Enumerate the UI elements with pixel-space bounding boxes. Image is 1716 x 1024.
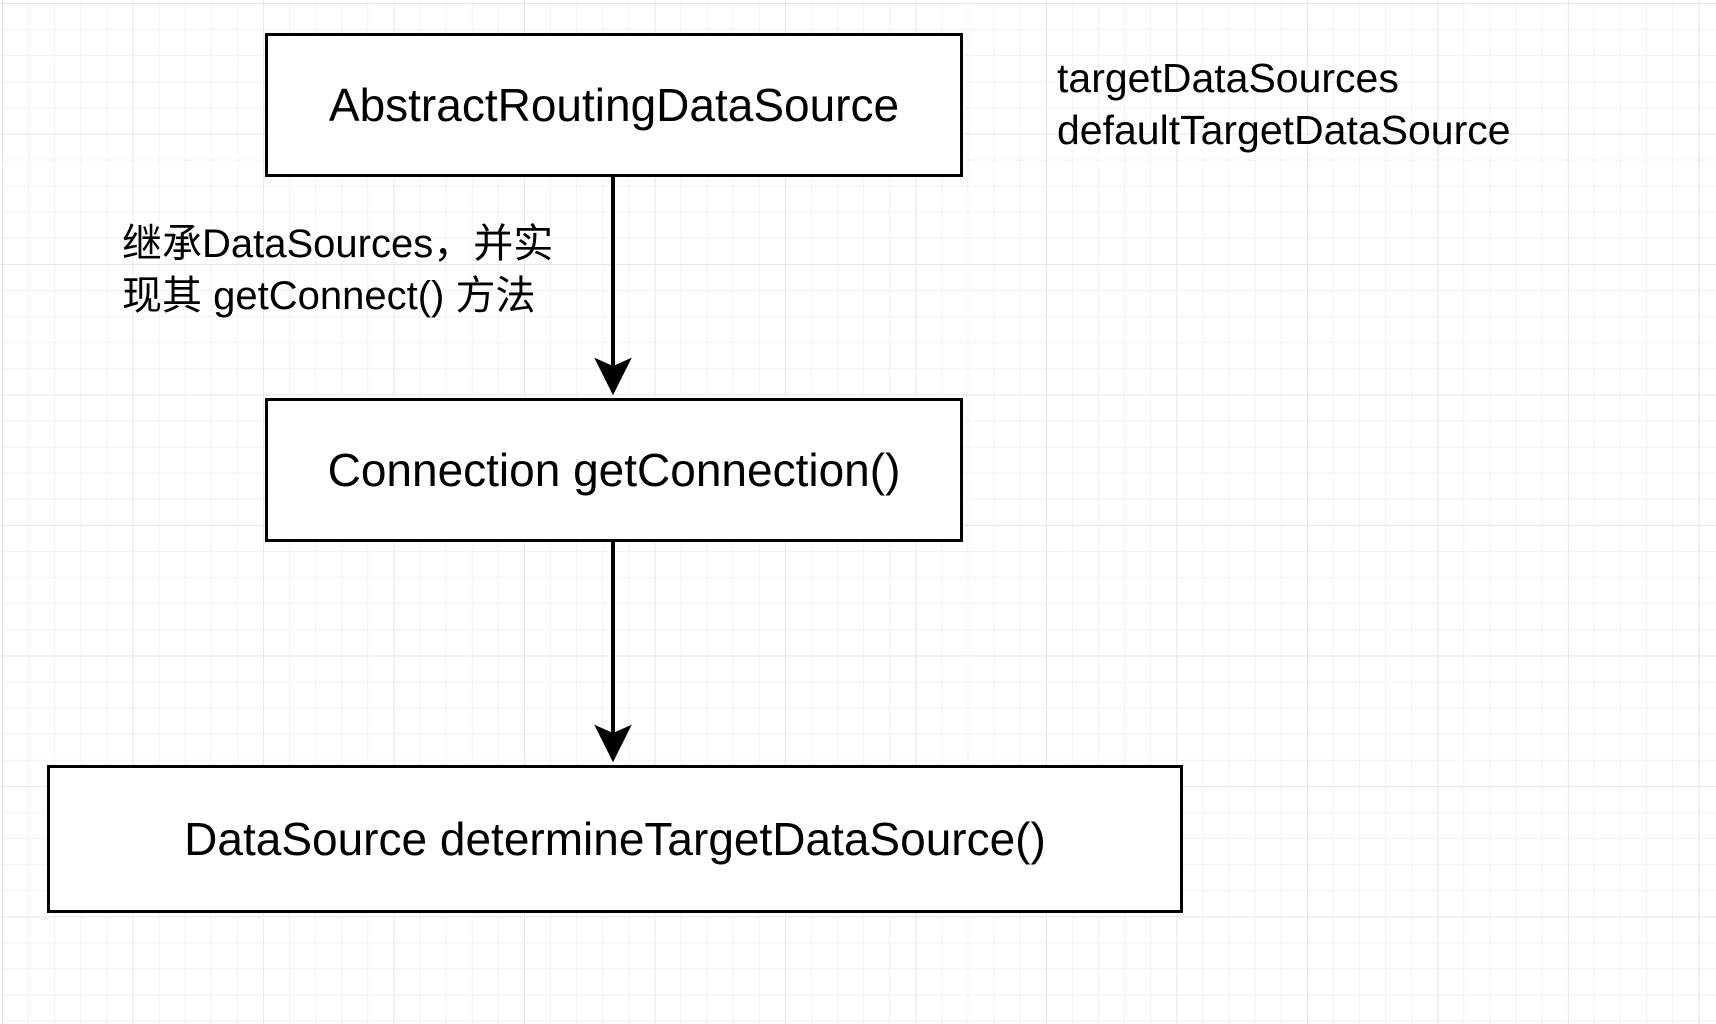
node-label: AbstractRoutingDataSource [328, 78, 900, 131]
node-label: DataSource determineTargetDataSource() [184, 812, 1046, 865]
properties-note: targetDataSources defaultTargetDataSource [1057, 52, 1511, 156]
node-label: Connection getConnection() [327, 443, 901, 496]
properties-note-line-1: targetDataSources [1057, 55, 1399, 101]
properties-note-line-2: defaultTargetDataSource [1057, 107, 1511, 154]
edge-label-inheritance: 继承DataSources，并实现其 getConnect() 方法 [122, 218, 553, 322]
node-abstract-routing-datasource[interactable]: AbstractRoutingDataSource [265, 33, 963, 177]
edge-label-line-2: 现其 getConnect() 方法 [122, 274, 536, 318]
edge-label-line-1: 继承DataSources，并实 [122, 222, 554, 266]
node-determine-target-datasource[interactable]: DataSource determineTargetDataSource() [47, 765, 1183, 913]
node-connection-getconnection[interactable]: Connection getConnection() [265, 398, 963, 542]
